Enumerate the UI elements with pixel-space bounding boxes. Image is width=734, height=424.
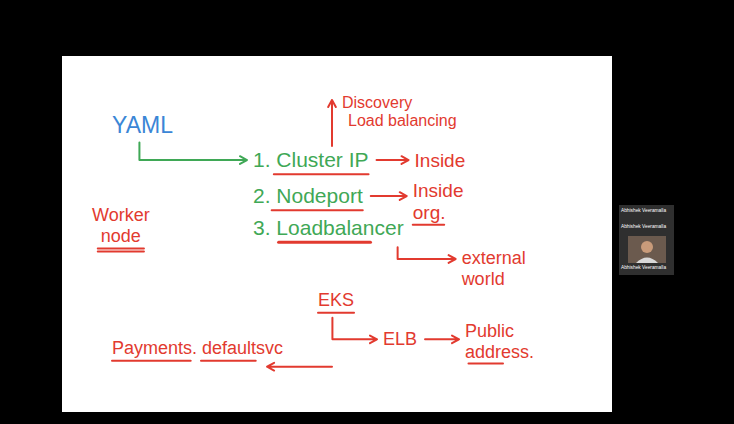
note-label: Discovery <box>342 94 412 112</box>
arrow <box>377 156 409 164</box>
arrow <box>371 192 407 200</box>
underline <box>413 224 444 226</box>
arrow <box>332 318 377 343</box>
service-type: 1. Cluster IP <box>253 148 369 172</box>
arrow <box>398 247 456 263</box>
cloud-label: ELB <box>383 329 417 350</box>
underline <box>279 241 371 244</box>
target-label: Public address. <box>465 321 534 362</box>
speaker-name: Abhishek Veeramalla <box>621 224 666 230</box>
target-label: Inside <box>415 150 466 172</box>
underline <box>274 173 369 175</box>
underline <box>98 250 144 252</box>
cloud-label: EKS <box>318 290 354 311</box>
underline <box>318 312 354 314</box>
service-name: Payments. defaultsvc <box>112 338 283 359</box>
webcam-frame <box>619 205 674 275</box>
underline <box>98 247 144 249</box>
underline <box>201 360 256 362</box>
note-label: Load balancing <box>348 112 457 130</box>
node-note: Worker node <box>92 205 150 246</box>
speaker-name: Abhishek Veeramalla <box>621 265 666 271</box>
underline <box>272 209 363 211</box>
target-label: external world <box>462 248 526 289</box>
webcam-video <box>628 236 666 263</box>
arrow <box>328 100 336 146</box>
yaml-label: YAML <box>112 112 173 138</box>
speaker-name: Abhishek Veeramalla <box>621 208 666 214</box>
service-type: 2. Nodeport <box>253 184 363 208</box>
webcam-face <box>641 241 653 253</box>
service-type: 3. Loadbalancer <box>253 216 404 240</box>
webcam-shoulders <box>636 258 658 264</box>
arrow <box>267 363 332 371</box>
underline <box>468 362 503 364</box>
target-label: Inside org. <box>413 180 464 224</box>
arrow <box>139 142 247 163</box>
arrow <box>425 336 459 344</box>
underline <box>112 360 191 362</box>
